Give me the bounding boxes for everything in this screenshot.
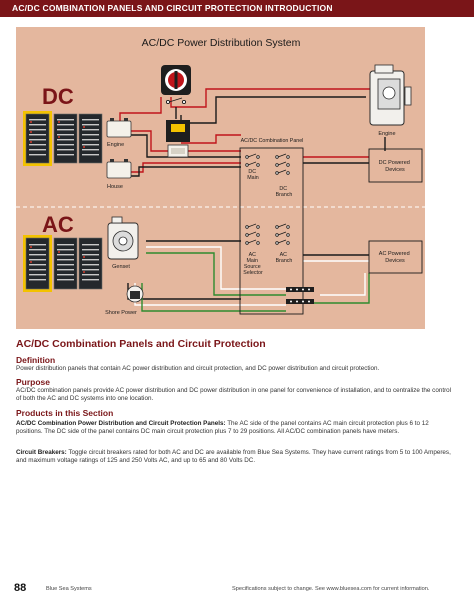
ac-main-line-1: AC [249,252,257,258]
dc-section-label: DC [42,84,74,109]
ac-panel-highlighted [25,237,50,290]
breakers-paragraph: Circuit Breakers: Toggle circuit breaker… [16,449,456,465]
combo-panel-box [239,147,304,315]
ac-main-label: AC Main Source Selector [243,252,263,276]
ac-section-label: AC [42,212,74,237]
dc-breakers-icon [245,153,290,175]
dc-panel-2 [53,113,78,164]
products-heading: Products in this Section [16,408,114,418]
dc-devices-line-1: DC Powered [379,160,410,166]
shore-power-label: Shore Power [105,310,137,316]
ac-panel-2 [53,237,78,290]
definition-text: Power distribution panels that contain A… [16,365,380,372]
ac-main-line-2: Main [247,258,259,264]
dc-main-line-2: Main [247,175,259,181]
ac-panels [23,235,103,292]
products-paragraph: AC/DC Combination Power Distribution and… [16,420,456,436]
engine-label: Engine [378,131,395,137]
dc-main-line-1: DC [248,169,256,175]
dc-panels [23,111,103,166]
header-bar: AC/DC COMBINATION PANELS AND CIRCUIT PRO… [0,0,474,17]
diagram-title: AC/DC Power Distribution System [142,37,301,49]
combo-panel-label: AC/DC Combination Panel [241,138,304,144]
ac-main-line-4: Selector [243,270,263,276]
diagram-canvas: AC/DC Power Distribution System DC AC [16,37,425,316]
dc-devices-label: DC Powered Devices [379,160,412,173]
ac-branch-line-1: AC [280,252,288,258]
dc-panel-highlighted [25,113,50,164]
dc-branch-line-1: DC [279,186,287,192]
header-title: AC/DC COMBINATION PANELS AND CIRCUIT PRO… [12,3,333,13]
footer-note: Specifications subject to change. See ww… [232,586,430,592]
ac-main-line-3: Source [244,264,261,270]
dc-branch-line-2: Branch [276,192,293,198]
products-text: The AC side of the panel contains AC mai… [16,420,429,436]
house-battery-label: House [107,184,123,190]
ac-panel-3 [78,237,103,290]
dc-wiring [114,88,386,177]
definition-heading: Definition [16,355,56,365]
genset-icon [107,216,139,260]
footer-brand: Blue Sea Systems [46,586,92,592]
dc-branch-label: DC Branch [276,186,293,198]
page-number: 88 [14,582,27,594]
shore-power-icon [126,285,144,303]
battery-icon [106,118,132,179]
battery-monitor-icon [166,120,190,158]
ac-breakers-icon [245,223,290,245]
genset-label: Genset [112,264,130,270]
switch-contacts-icon [165,97,187,105]
engine-icon [369,64,412,126]
products-bold-lead: AC/DC Combination Power Distribution and… [16,420,226,427]
ac-devices-line-1: AC Powered [379,251,410,257]
breakers-bold-lead: Circuit Breakers: [16,449,67,456]
ac-branch-label: AC Branch [276,252,293,264]
ac-devices-label: AC Powered Devices [379,251,411,264]
dc-panel-3 [78,113,103,164]
engine-battery-label: Engine [107,142,124,148]
dc-devices-box [368,148,423,183]
ac-devices-box [368,240,423,274]
dc-main-label: DC Main [247,169,259,181]
power-distribution-diagram: AC/DC Power Distribution System DC AC [16,27,425,329]
ac-devices-line-2: Devices [385,258,405,264]
breakers-text: Toggle circuit breakers rated for both A… [16,449,451,465]
purpose-heading: Purpose [16,377,51,387]
section-title: AC/DC Combination Panels and Circuit Pro… [16,338,266,350]
dc-devices-line-2: Devices [385,167,405,173]
ac-branch-line-2: Branch [276,258,293,264]
bus-bars-icon [286,287,314,304]
purpose-text: AC/DC combination panels provide AC powe… [16,387,452,403]
battery-switch-icon [161,65,191,95]
